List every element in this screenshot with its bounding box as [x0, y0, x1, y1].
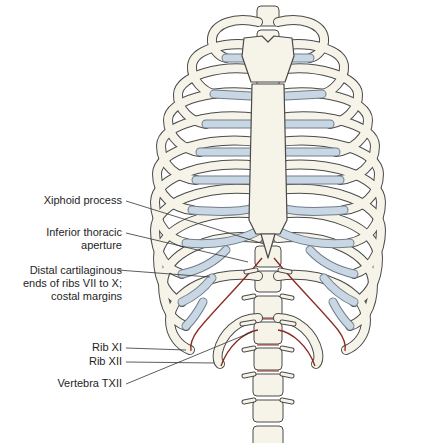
part-label: Inferior thoracic aperture [32, 226, 122, 252]
part-label: Xiphoid process [3, 194, 122, 207]
ribs [155, 20, 381, 402]
part-label: Rib XII [42, 355, 122, 368]
part-label: Vertebra TXII [12, 377, 122, 390]
intervertebral-discs [257, 319, 279, 371]
leader-lines [118, 201, 264, 384]
sternum [242, 36, 294, 258]
part-label: Rib XI [42, 341, 122, 354]
part-label: Distal cartilaginous ends of ribs VII to… [10, 264, 122, 303]
